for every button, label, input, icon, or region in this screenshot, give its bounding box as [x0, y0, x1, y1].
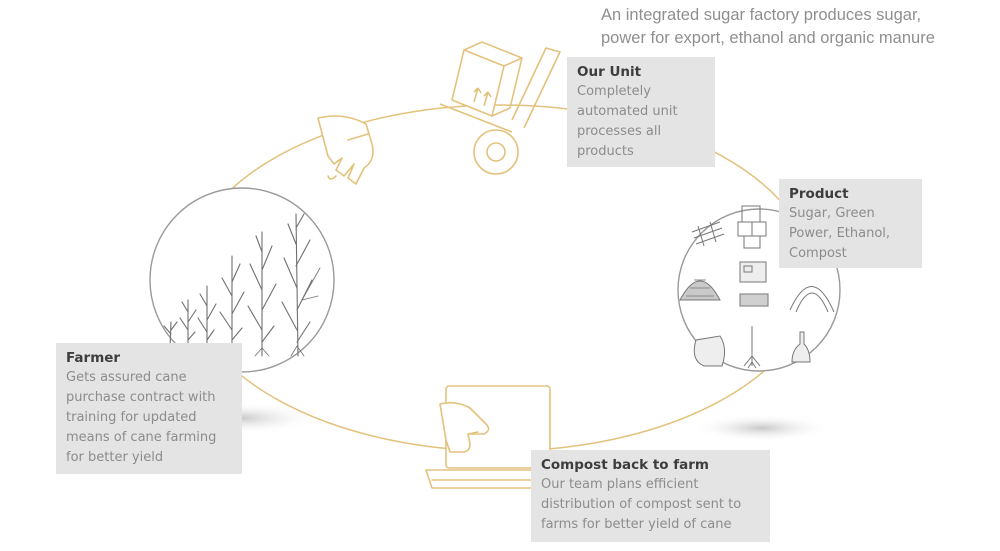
compost-title: Compost back to farm: [541, 457, 709, 473]
product-title: Product: [789, 186, 849, 202]
farmer-line-1: Gets assured cane: [66, 370, 187, 385]
headline: An integrated sugar factory produces sug…: [601, 4, 996, 50]
hand-truck-icon: [439, 41, 561, 175]
compost-line-3: farms for better yield of cane: [541, 517, 732, 532]
product-circle-shadow: [692, 414, 832, 442]
handshake-icon: [317, 115, 374, 185]
farmer-circle: [149, 187, 335, 373]
compost-card: Compost back to farm Our team plans effi…: [531, 450, 770, 542]
farmer-line-2: purchase contract with: [66, 390, 216, 405]
our-unit-line-4: products: [577, 144, 634, 159]
our-unit-line-2: automated unit: [577, 104, 678, 119]
our-unit-title: Our Unit: [577, 64, 642, 80]
farmer-title: Farmer: [66, 350, 121, 366]
sugarcane-plants-icon: [163, 213, 321, 357]
sugar-products-icon: [679, 205, 835, 369]
farmer-line-5: for better yield: [66, 450, 164, 465]
headline-line-1: An integrated sugar factory produces sug…: [601, 6, 922, 24]
product-line-1: Sugar, Green: [789, 206, 875, 221]
our-unit-card: Our Unit Completely automated unit proce…: [567, 57, 715, 167]
farmer-line-4: means of cane farming: [66, 430, 217, 445]
headline-line-2: power for export, ethanol and organic ma…: [601, 29, 935, 47]
compost-line-1: Our team plans efficient: [541, 477, 699, 492]
compost-line-2: distribution of compost sent to: [541, 497, 742, 512]
farmer-card: Farmer Gets assured cane purchase contra…: [56, 343, 242, 474]
product-line-3: Compost: [789, 246, 847, 261]
product-card: Product Sugar, Green Power, Ethanol, Com…: [779, 179, 922, 268]
our-unit-line-3: processes all: [577, 124, 662, 139]
farmer-line-3: training for updated: [66, 410, 197, 425]
our-unit-line-1: Completely: [577, 84, 651, 99]
product-line-2: Power, Ethanol,: [789, 226, 891, 241]
